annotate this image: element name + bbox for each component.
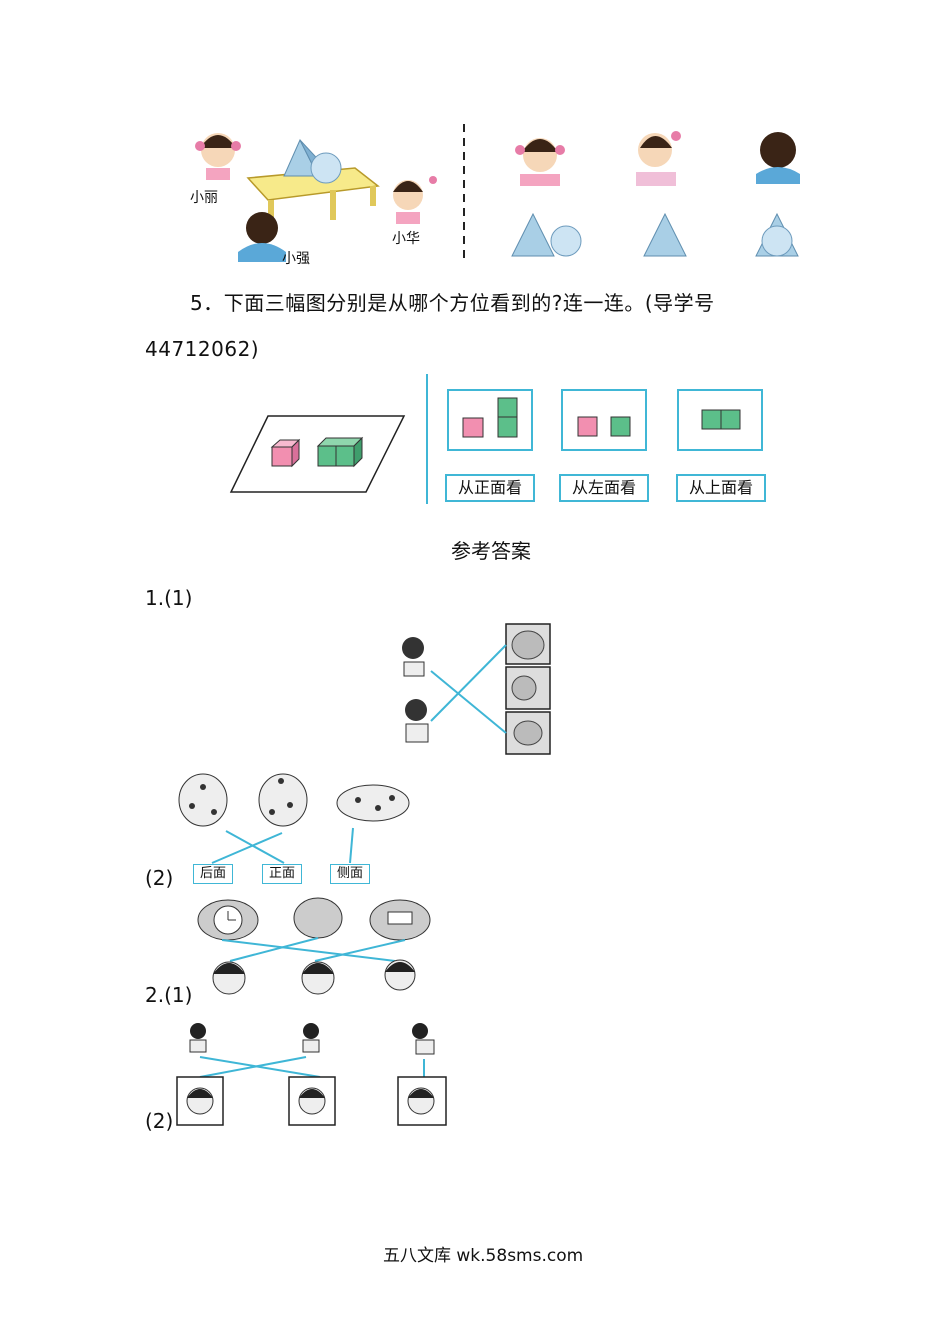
answer-1-1-label: 1.(1) <box>145 586 193 610</box>
label-left-view: 从左面看 <box>559 474 649 502</box>
q5-figure <box>229 374 763 504</box>
answer-2-2-figure <box>176 1023 447 1126</box>
label-xiaohua: 小华 <box>392 231 420 247</box>
answers-title: 参考答案 <box>451 539 531 563</box>
table-illustration <box>195 124 800 262</box>
answer-2-2-label: (2) <box>145 1109 174 1133</box>
answer-1-2-label-back: 后面 <box>193 864 233 884</box>
answer-1-2-label: (2) <box>145 866 174 890</box>
label-front-view: 从正面看 <box>445 474 535 502</box>
q5-text-cont: 44712062) <box>145 337 260 361</box>
answer-2-1-figure <box>197 897 431 995</box>
answer-1-2-label-front: 正面 <box>262 864 302 884</box>
label-xiaoli: 小丽 <box>190 190 218 206</box>
answer-2-1-label: 2.(1) <box>145 983 193 1007</box>
answer-1-2-figure <box>178 773 410 864</box>
q5-text: 5．下面三幅图分别是从哪个方位看到的?连一连。(导学号 <box>190 291 715 315</box>
answer-1-1-figure <box>402 623 551 755</box>
label-xiaoqiang: 小强 <box>282 251 310 267</box>
answer-1-2-label-side: 侧面 <box>330 864 370 884</box>
label-top-view: 从上面看 <box>676 474 766 502</box>
page-footer: 五八文库 wk.58sms.com <box>383 1246 584 1266</box>
